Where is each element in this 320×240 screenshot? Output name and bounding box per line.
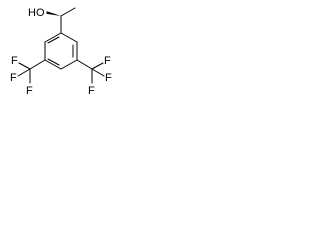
fluorine-label: F	[104, 55, 111, 67]
chemical-structure: HO F F F F F F	[10, 7, 112, 97]
fluorine-label: F	[88, 85, 95, 97]
hydroxyl-label: HO	[28, 7, 45, 19]
cf-bond	[18, 62, 31, 70]
ring-double-bond	[47, 36, 60, 44]
cf-bond	[91, 68, 105, 77]
benzene-ring	[44, 32, 78, 70]
ring-bond	[44, 59, 62, 70]
wedge-bond	[46, 11, 61, 16]
fluorine-label: F	[105, 72, 112, 84]
ring-bond	[44, 32, 62, 43]
ring-bond	[60, 59, 78, 70]
cf-bond	[17, 68, 31, 77]
cf-bond	[91, 62, 104, 70]
methyl-bond	[60, 7, 76, 17]
fluorine-label: F	[10, 72, 17, 84]
ring-to-cf3-bond	[29, 59, 46, 70]
fluorine-label: F	[26, 85, 33, 97]
ring-double-bond	[47, 58, 60, 66]
ring-bond	[60, 32, 78, 43]
ring-to-cf3-bond	[76, 59, 93, 70]
cf3-group-left: F F F	[10, 55, 46, 97]
cf3-group-right: F F F	[76, 55, 112, 97]
ethanol-side-chain	[60, 7, 76, 34]
fluorine-label: F	[11, 55, 18, 67]
